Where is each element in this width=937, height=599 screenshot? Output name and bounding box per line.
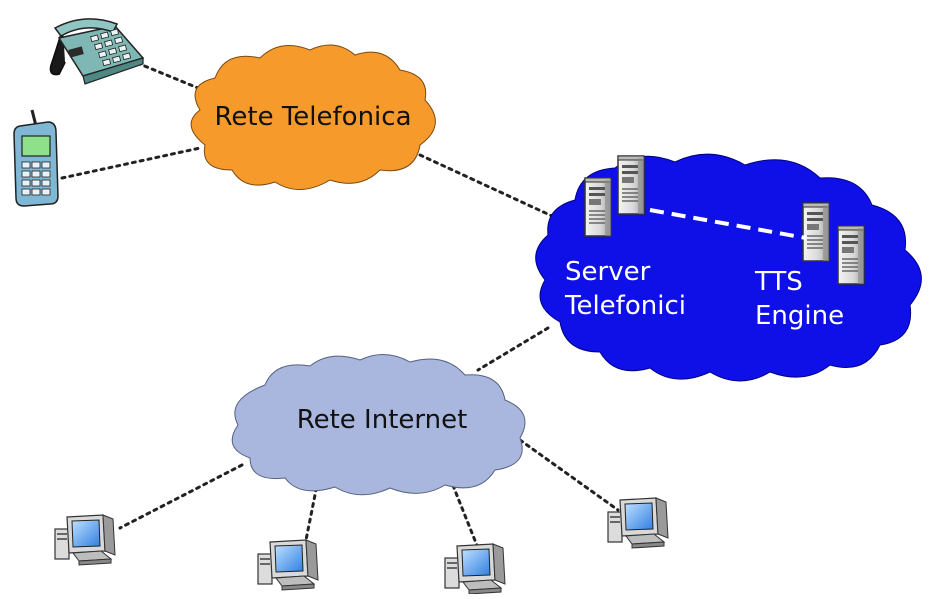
connection-lines	[60, 58, 620, 550]
link-telnet-servers	[418, 153, 567, 224]
link-internet-pc3	[448, 476, 480, 550]
desk-phone-icon	[49, 18, 145, 85]
server-tower-icon	[802, 202, 830, 262]
tts-engine-label-line2: Engine	[755, 301, 844, 331]
server-tower-icon	[837, 225, 865, 285]
link-servers-internet	[476, 326, 550, 372]
server-tower-icon	[617, 155, 645, 215]
link-server-tts	[649, 208, 807, 240]
telephone-network-cloud: Rete Telefonica	[190, 44, 436, 190]
internet-label: Rete Internet	[297, 405, 468, 435]
computer-icon	[54, 514, 116, 566]
internet-cloud: Rete Internet	[231, 354, 526, 496]
link-internet-pc4	[518, 438, 620, 512]
link-mobile-telnet	[60, 146, 202, 180]
computer-icon	[444, 543, 506, 595]
mobile-phone-icon	[13, 109, 59, 207]
computer-icon	[607, 497, 669, 549]
server-cloud: Server Telefonici TTS Engine	[535, 153, 922, 382]
telephone-network-cloud-shape	[190, 44, 436, 190]
link-deskphone-telnet	[128, 58, 217, 97]
telephone-network-label: Rete Telefonica	[214, 102, 411, 132]
tts-engine-label-line1: TTS	[754, 267, 803, 297]
computer-icon	[257, 539, 319, 591]
telephony-servers-label-line1: Server	[565, 257, 651, 287]
telephony-servers-label-line2: Telefonici	[564, 291, 686, 321]
server-tower-icon	[584, 177, 612, 237]
link-internet-pc1	[118, 463, 244, 530]
internet-cloud-shape	[231, 354, 526, 496]
